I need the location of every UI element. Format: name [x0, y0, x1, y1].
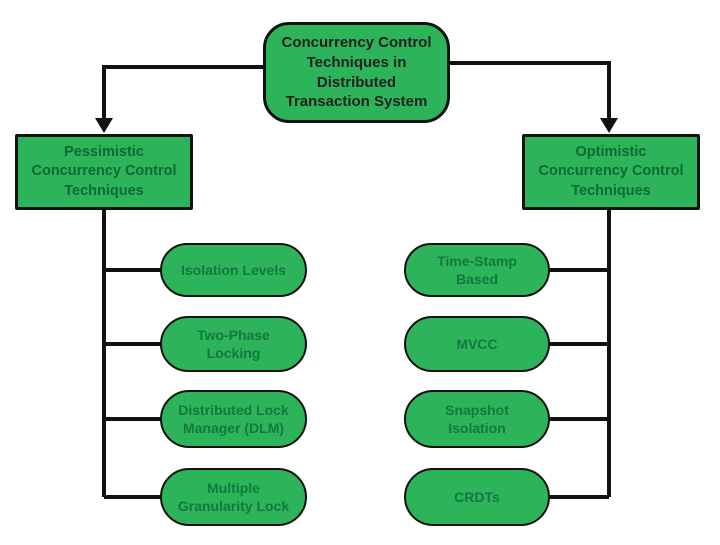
leaf-snapshot-isolation: Snapshot Isolation — [404, 390, 550, 448]
node-root: Concurrency Control Techniques in Distri… — [263, 22, 450, 123]
leaf-crdts: CRDTs — [404, 468, 550, 526]
connector-root-to-right — [450, 61, 611, 119]
connector-root-to-left — [102, 65, 263, 119]
leaf-distributed-lock-manager: Distributed Lock Manager (DLM) — [160, 390, 307, 448]
leaf-isolation-levels: Isolation Levels — [160, 243, 307, 297]
leaf-two-phase-locking: Two-Phase Locking — [160, 316, 307, 372]
leaf-time-stamp-based: Time-Stamp Based — [404, 243, 550, 297]
branch-pessimistic: Pessimistic Concurrency Control Techniqu… — [15, 134, 193, 210]
branch-optimistic: Optimistic Concurrency Control Technique… — [522, 134, 700, 210]
leaf-multiple-granularity-lock: Multiple Granularity Lock — [160, 468, 307, 526]
leaf-mvcc: MVCC — [404, 316, 550, 372]
arrowhead-down-left-icon — [95, 118, 113, 133]
arrowhead-down-right-icon — [600, 118, 618, 133]
